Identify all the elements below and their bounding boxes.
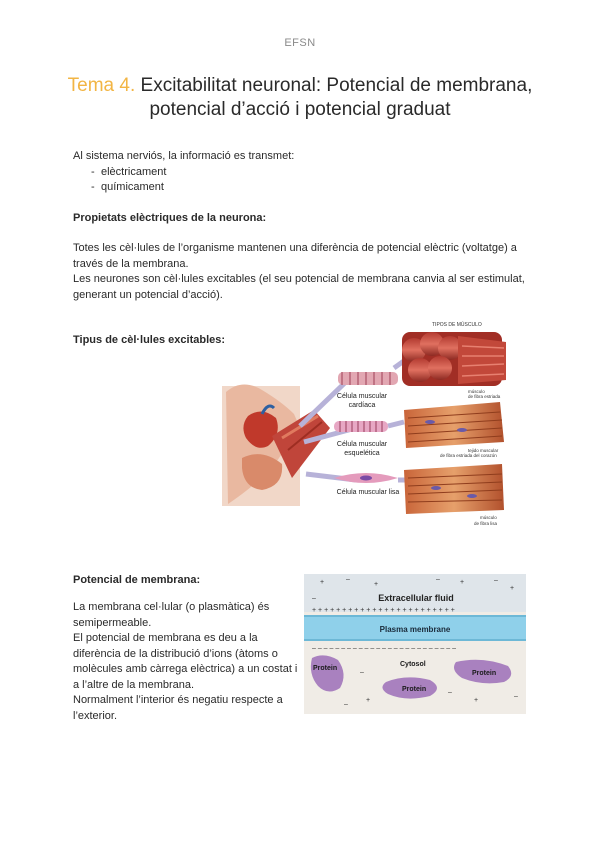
skeletal-tissue-label-2: de fibra estriada <box>468 394 501 399</box>
cardiac-tissue-image <box>404 402 504 448</box>
charge-row-plus: + + + + + + + + + + + + + + + + + + + + … <box>312 607 455 614</box>
svg-text:–: – <box>344 701 348 708</box>
cardiac-tissue-label-2: de fibra estriada del corazón <box>440 453 497 458</box>
svg-text:+: + <box>366 697 370 704</box>
svg-text:–: – <box>436 576 440 583</box>
list-item: -químicament <box>91 181 164 193</box>
page-header: EFSN <box>284 37 316 49</box>
cardiac-tissue-label-1: tejido muscular <box>468 448 499 453</box>
muscle-types-label: TIPOS DE MÚSCULO <box>432 321 482 328</box>
skeletal-cell-icon <box>334 421 388 432</box>
protein-blob-2 <box>382 677 437 699</box>
svg-text:–: – <box>514 693 518 700</box>
section-heading-props: Propietats elèctriques de la neurona: <box>73 212 267 224</box>
smooth-tissue-label-1: músculo <box>480 515 497 520</box>
cardiac-cell-icon <box>338 372 398 385</box>
svg-text:+ + + + + + + + + + + + + + +: + + + + + + + + + + + + + + + + + + + + … <box>312 607 455 614</box>
protein-blob-3 <box>454 659 512 684</box>
extracellular-label: Extracellular fluid <box>378 593 454 603</box>
protein-label-2: Protein <box>402 686 426 693</box>
smooth-cell-icon <box>334 473 398 483</box>
svg-text:–: – <box>312 595 316 602</box>
svg-text:+: + <box>474 697 478 704</box>
page-title: Tema 4. Excitabilitat neuronal: Potencia… <box>40 74 560 122</box>
title-line-2: potencial d’acció i potencial graduat <box>149 99 451 120</box>
skeletal-tissue-label-1: músculo <box>468 389 485 394</box>
membrane-label: Plasma membrane <box>380 625 451 634</box>
title-accent: Tema 4. <box>67 75 136 96</box>
membrane-paragraph: La membrana cel·lular (o plasmàtica) és … <box>73 601 298 722</box>
charge-row-minus: – – – – – – – – – – – – – – – – – – – – … <box>312 645 456 652</box>
membrane-figure: + – + – + – + – Extracellular fluid + + … <box>304 574 526 714</box>
smooth-label: Célula muscular lisa <box>337 489 400 496</box>
muscle-types-figure: TIPOS DE MÚSCULO Célula muscular cardíac… <box>222 321 506 526</box>
section-heading-types: Tipus de cèl·lules excitables: <box>73 334 226 346</box>
protein-label-1: Protein <box>313 665 337 672</box>
svg-text:–: – <box>448 689 452 696</box>
smooth-tissue-label-2: de fibra lisa <box>474 521 498 526</box>
svg-text:– – – – – – – – – – – – – – –: – – – – – – – – – – – – – – – – – – – – … <box>312 645 456 652</box>
svg-text:+: + <box>510 585 514 592</box>
protein-label-3: Protein <box>472 670 496 677</box>
cytosol-label: Cytosol <box>400 661 426 668</box>
skeletal-label-2: esquelética <box>344 450 380 457</box>
svg-text:+: + <box>320 579 324 586</box>
skeletal-label-1: Célula muscular <box>337 441 388 448</box>
intro-text: Al sistema nerviós, la informació es tra… <box>73 150 295 162</box>
svg-text:–: – <box>360 669 364 676</box>
section-heading-membrane: Potencial de membrana: <box>73 574 201 586</box>
cardiac-label-2: cardíaca <box>349 402 376 409</box>
body-illustration <box>222 384 330 506</box>
svg-text:+: + <box>460 579 464 586</box>
protein-blob-1 <box>310 655 344 692</box>
svg-text:–: – <box>346 576 350 583</box>
props-paragraph: Totes les cèl·lules de l’organisme mante… <box>73 242 525 301</box>
smooth-tissue-image <box>404 464 504 514</box>
cardiac-label-1: Célula muscular <box>337 393 388 400</box>
title-line-1: Excitabilitat neuronal: Potencial de mem… <box>140 75 533 96</box>
intro-block: Al sistema nerviós, la informació es tra… <box>73 149 533 196</box>
svg-text:+: + <box>374 581 378 588</box>
skeletal-tissue-image <box>402 332 506 386</box>
list-item: -elèctricament <box>91 165 167 178</box>
svg-text:–: – <box>494 577 498 584</box>
